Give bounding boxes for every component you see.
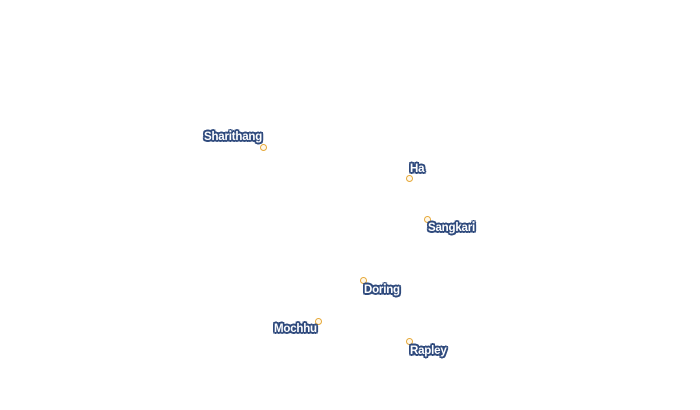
place-label-rapley[interactable]: Rapley (410, 345, 447, 357)
place-label-sharithang[interactable]: Sharithang (204, 131, 263, 143)
place-marker-sangkari[interactable] (424, 216, 431, 223)
place-label-ha[interactable]: Ha (410, 163, 425, 175)
place-label-sangkari[interactable]: Sangkari (428, 222, 475, 234)
place-marker-ha[interactable] (406, 175, 413, 182)
place-marker-sharithang[interactable] (260, 144, 267, 151)
place-label-mochhu[interactable]: Mochhu (274, 323, 317, 335)
place-marker-doring[interactable] (360, 277, 367, 284)
place-marker-mochhu[interactable] (315, 318, 322, 325)
place-label-doring[interactable]: Doring (364, 284, 400, 296)
place-marker-rapley[interactable] (406, 338, 413, 345)
